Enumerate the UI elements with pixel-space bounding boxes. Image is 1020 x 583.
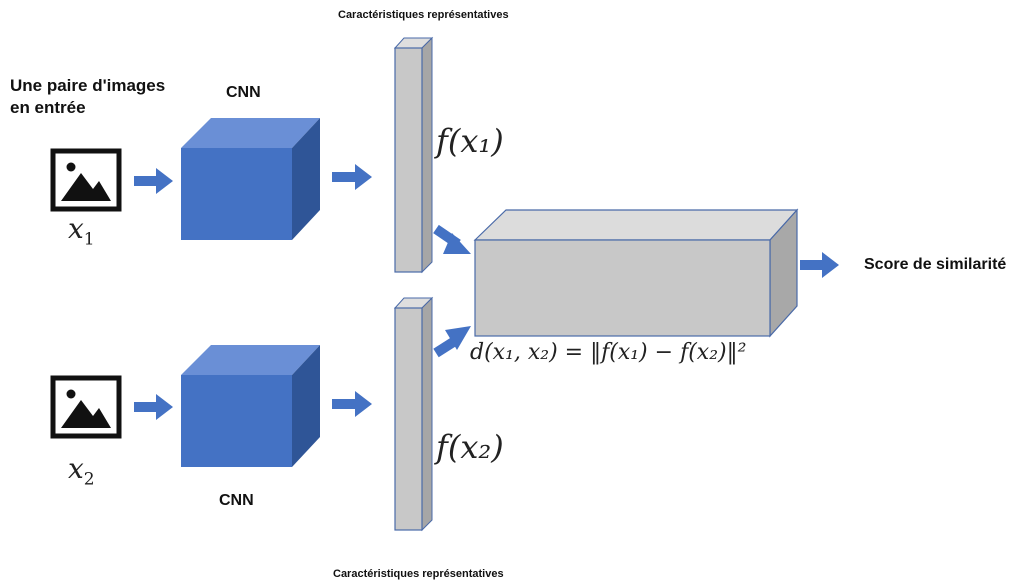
distance-block: [473, 208, 799, 338]
arrow-icon: [433, 224, 471, 254]
input-x1-label: x1: [68, 212, 95, 250]
arrow-icon: [134, 394, 173, 420]
input-pair-line1: Une paire d'images: [10, 76, 166, 95]
arrow-icon: [134, 168, 173, 194]
feature-f-x2: f(x₂): [436, 428, 504, 466]
feature-vector-top: [393, 36, 434, 274]
arrow-icon: [332, 391, 372, 417]
cnn-label-bottom: CNN: [219, 492, 254, 509]
feature-f-x1: f(x₁): [436, 122, 504, 160]
image-icon: [53, 151, 119, 209]
cnn-cube-top: [181, 118, 320, 240]
features-label-top: Caractéristiques représentatives: [338, 9, 509, 21]
arrow-icon: [800, 252, 839, 278]
arrow-icon: [332, 164, 372, 190]
input-pair-line2: en entrée: [10, 98, 86, 117]
similarity-score-label: Score de similarité: [864, 256, 1007, 273]
feature-vector-bottom: [393, 296, 434, 532]
image-icon: [53, 378, 119, 436]
arrow-icon: [433, 326, 471, 358]
cnn-label-top: CNN: [226, 84, 261, 101]
input-x2-label: x2: [68, 452, 95, 490]
cnn-cube-bottom: [181, 345, 320, 467]
distance-formula: d(x₁, x₂) = ‖f(x₁) − f(x₂)‖²: [470, 340, 747, 365]
features-label-bottom: Caractéristiques représentatives: [333, 568, 504, 580]
input-pair-label: Une paire d'images en entrée: [10, 75, 165, 119]
